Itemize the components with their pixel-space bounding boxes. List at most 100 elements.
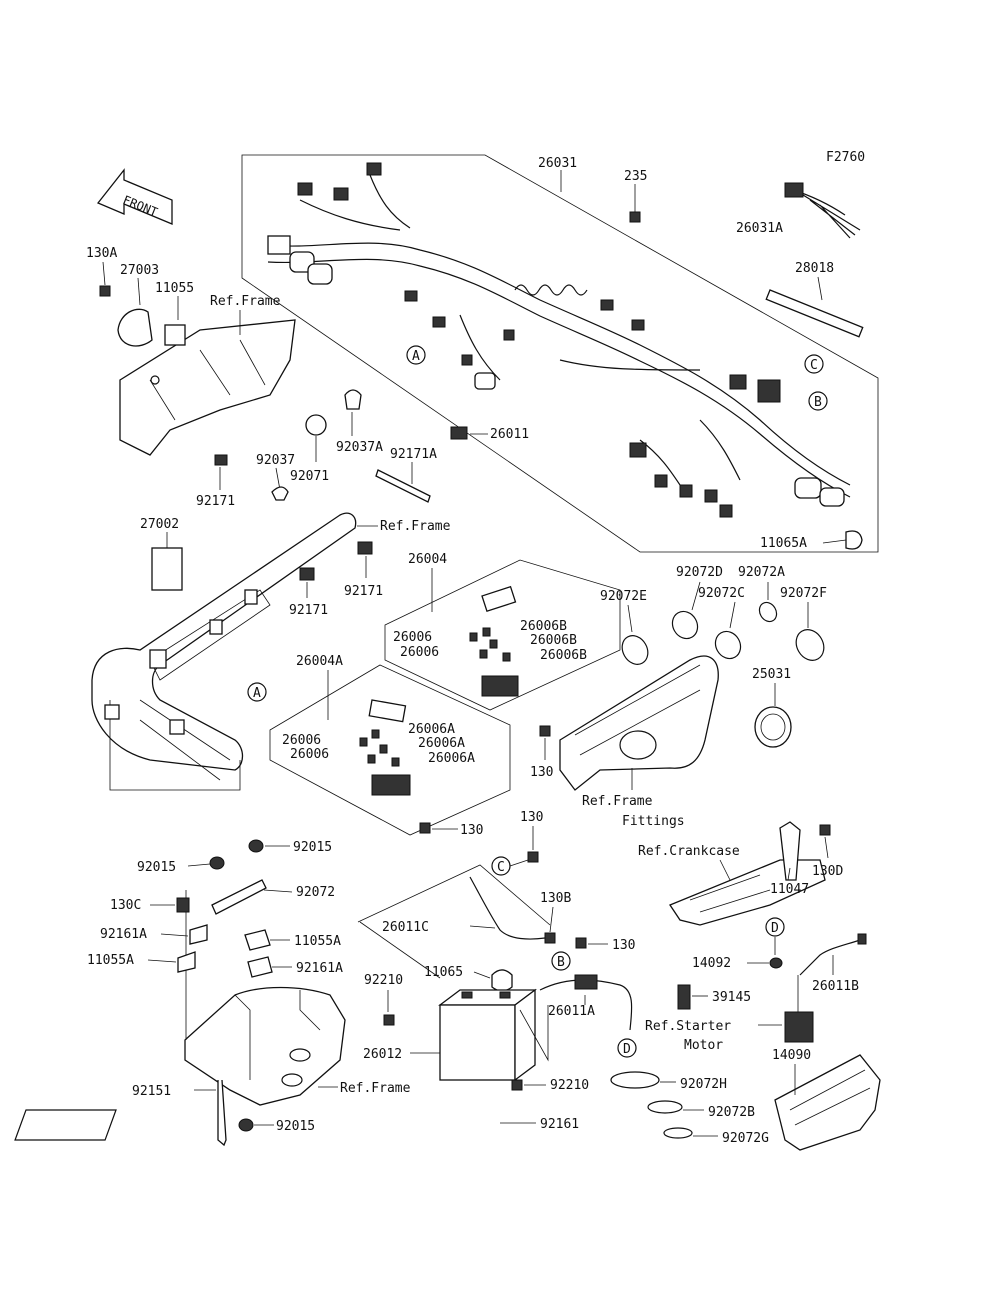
callout-d2 [765, 917, 785, 937]
battery-frame-group [184, 890, 346, 1106]
horn-frame-group [117, 308, 296, 456]
callout-d2-letter: D [771, 921, 779, 936]
label-11055: 11055 [155, 281, 194, 296]
connector-26011-icon [450, 426, 468, 440]
label-92072C: 92072C [698, 586, 745, 601]
label-130-b: 130 [460, 823, 483, 838]
ref-frame-1: Ref.Frame [210, 294, 281, 309]
callout-b1-letter: B [814, 395, 822, 410]
label-26006-d: 26006 [290, 747, 329, 762]
label-26006A-b: 26006A [418, 736, 465, 751]
label-92072B: 92072B [708, 1105, 755, 1120]
bolt-130A-icon [99, 285, 111, 297]
label-26006B-c: 26006B [540, 648, 587, 663]
ref-frame-fittings-1: Ref.Frame [582, 794, 653, 809]
bracket-11055A-b-icon [244, 929, 271, 951]
label-11055A-b: 11055A [294, 934, 341, 949]
cable-26011A-icon [539, 979, 633, 1031]
callout-a1 [406, 345, 426, 365]
label-92037A: 92037A [336, 440, 383, 455]
label-92072: 92072 [296, 885, 335, 900]
grommet-92071-icon [305, 414, 327, 436]
label-92161: 92161 [540, 1117, 579, 1132]
nut-14092-icon [769, 957, 783, 969]
band-92072C-icon [714, 630, 742, 660]
label-235: 235 [624, 169, 647, 184]
label-92072A: 92072A [738, 565, 785, 580]
ref-starter-1: Ref.Starter [645, 1019, 731, 1034]
bolt-130-c-icon [527, 851, 539, 863]
band-92072H-icon [610, 1071, 660, 1089]
band-92072D-icon [671, 610, 699, 640]
band-92072F-icon [795, 629, 825, 661]
plate-92072-icon [211, 879, 267, 915]
label-92171A: 92171A [390, 447, 437, 462]
bolt-130D-icon [819, 824, 831, 836]
pad-92210-a-icon [383, 1014, 395, 1026]
label-26011A: 26011A [548, 1004, 595, 1019]
band-92072A-icon [758, 601, 778, 623]
label-130-a: 130 [530, 765, 553, 780]
label-92015-a: 92015 [137, 860, 176, 875]
callout-a2 [247, 682, 267, 702]
strap-92151-icon [217, 1079, 227, 1147]
callout-d1 [617, 1038, 637, 1058]
cover-26004-icon [481, 585, 517, 613]
label-26012: 26012 [363, 1047, 402, 1062]
label-26006B-a: 26006B [520, 619, 567, 634]
label-92071: 92071 [290, 469, 329, 484]
callout-c1-letter: C [810, 358, 818, 373]
clip-92171-b-icon [357, 541, 373, 555]
label-130B: 130B [540, 891, 571, 906]
tube-28018-icon [765, 289, 864, 338]
label-28018: 28018 [795, 261, 834, 276]
battery-26012-icon [438, 988, 537, 1082]
callout-c2-letter: C [497, 860, 505, 875]
label-26006-a: 26006 [393, 630, 432, 645]
label-92072F: 92072F [780, 586, 827, 601]
label-92015-b: 92015 [293, 840, 332, 855]
nut-92015-a-icon [209, 856, 225, 870]
label-92072H: 92072H [680, 1077, 727, 1092]
label-92171-b: 92171 [344, 584, 383, 599]
label-14092: 14092 [692, 956, 731, 971]
callout-b2-letter: B [557, 955, 565, 970]
frame-middle-group [91, 512, 357, 791]
label-26006-c: 26006 [282, 733, 321, 748]
label-92072D: 92072D [676, 565, 723, 580]
label-130-d: 130 [612, 938, 635, 953]
bolt-130C-icon [176, 897, 190, 913]
label-92210-a: 92210 [364, 973, 403, 988]
label-11047: 11047 [770, 882, 809, 897]
label-92171-c: 92171 [289, 603, 328, 618]
label-26011C: 26011C [382, 920, 429, 935]
clip-92037-icon [271, 486, 289, 501]
label-26006A-a: 26006A [408, 722, 455, 737]
label-130D: 130D [812, 864, 843, 879]
label-130A: 130A [86, 246, 117, 261]
label-92015-c: 92015 [276, 1119, 315, 1134]
ref-crankcase: Ref.Crankcase [638, 844, 740, 859]
clip-92171-c-icon [299, 567, 315, 581]
label-92161A-a: 92161A [100, 927, 147, 942]
cover-25031-icon [754, 706, 792, 748]
bolt-130-b-icon [419, 822, 431, 834]
label-92151: 92151 [132, 1084, 171, 1099]
strap-92171A-icon [375, 469, 431, 503]
label-130-c: 130 [520, 810, 543, 825]
relay-27002-icon [151, 547, 183, 591]
label-14090: 14090 [772, 1048, 811, 1063]
label-26006B-b: 26006B [530, 633, 577, 648]
cap-39145-icon [677, 984, 691, 1010]
label-92072G: 92072G [722, 1131, 769, 1146]
cover-26004A-icon [368, 699, 407, 723]
bolt-130-d-icon [575, 937, 587, 949]
label-92171-a: 92171 [196, 494, 235, 509]
bolt-130-a-icon [539, 725, 551, 737]
front-arrow-icon: FRONT [96, 168, 173, 225]
ref-frame-fittings-2: Fittings [622, 814, 685, 829]
pad-92161A-b-icon [247, 956, 273, 978]
label-26011: 26011 [490, 427, 529, 442]
label-11055A-a: 11055A [87, 953, 134, 968]
